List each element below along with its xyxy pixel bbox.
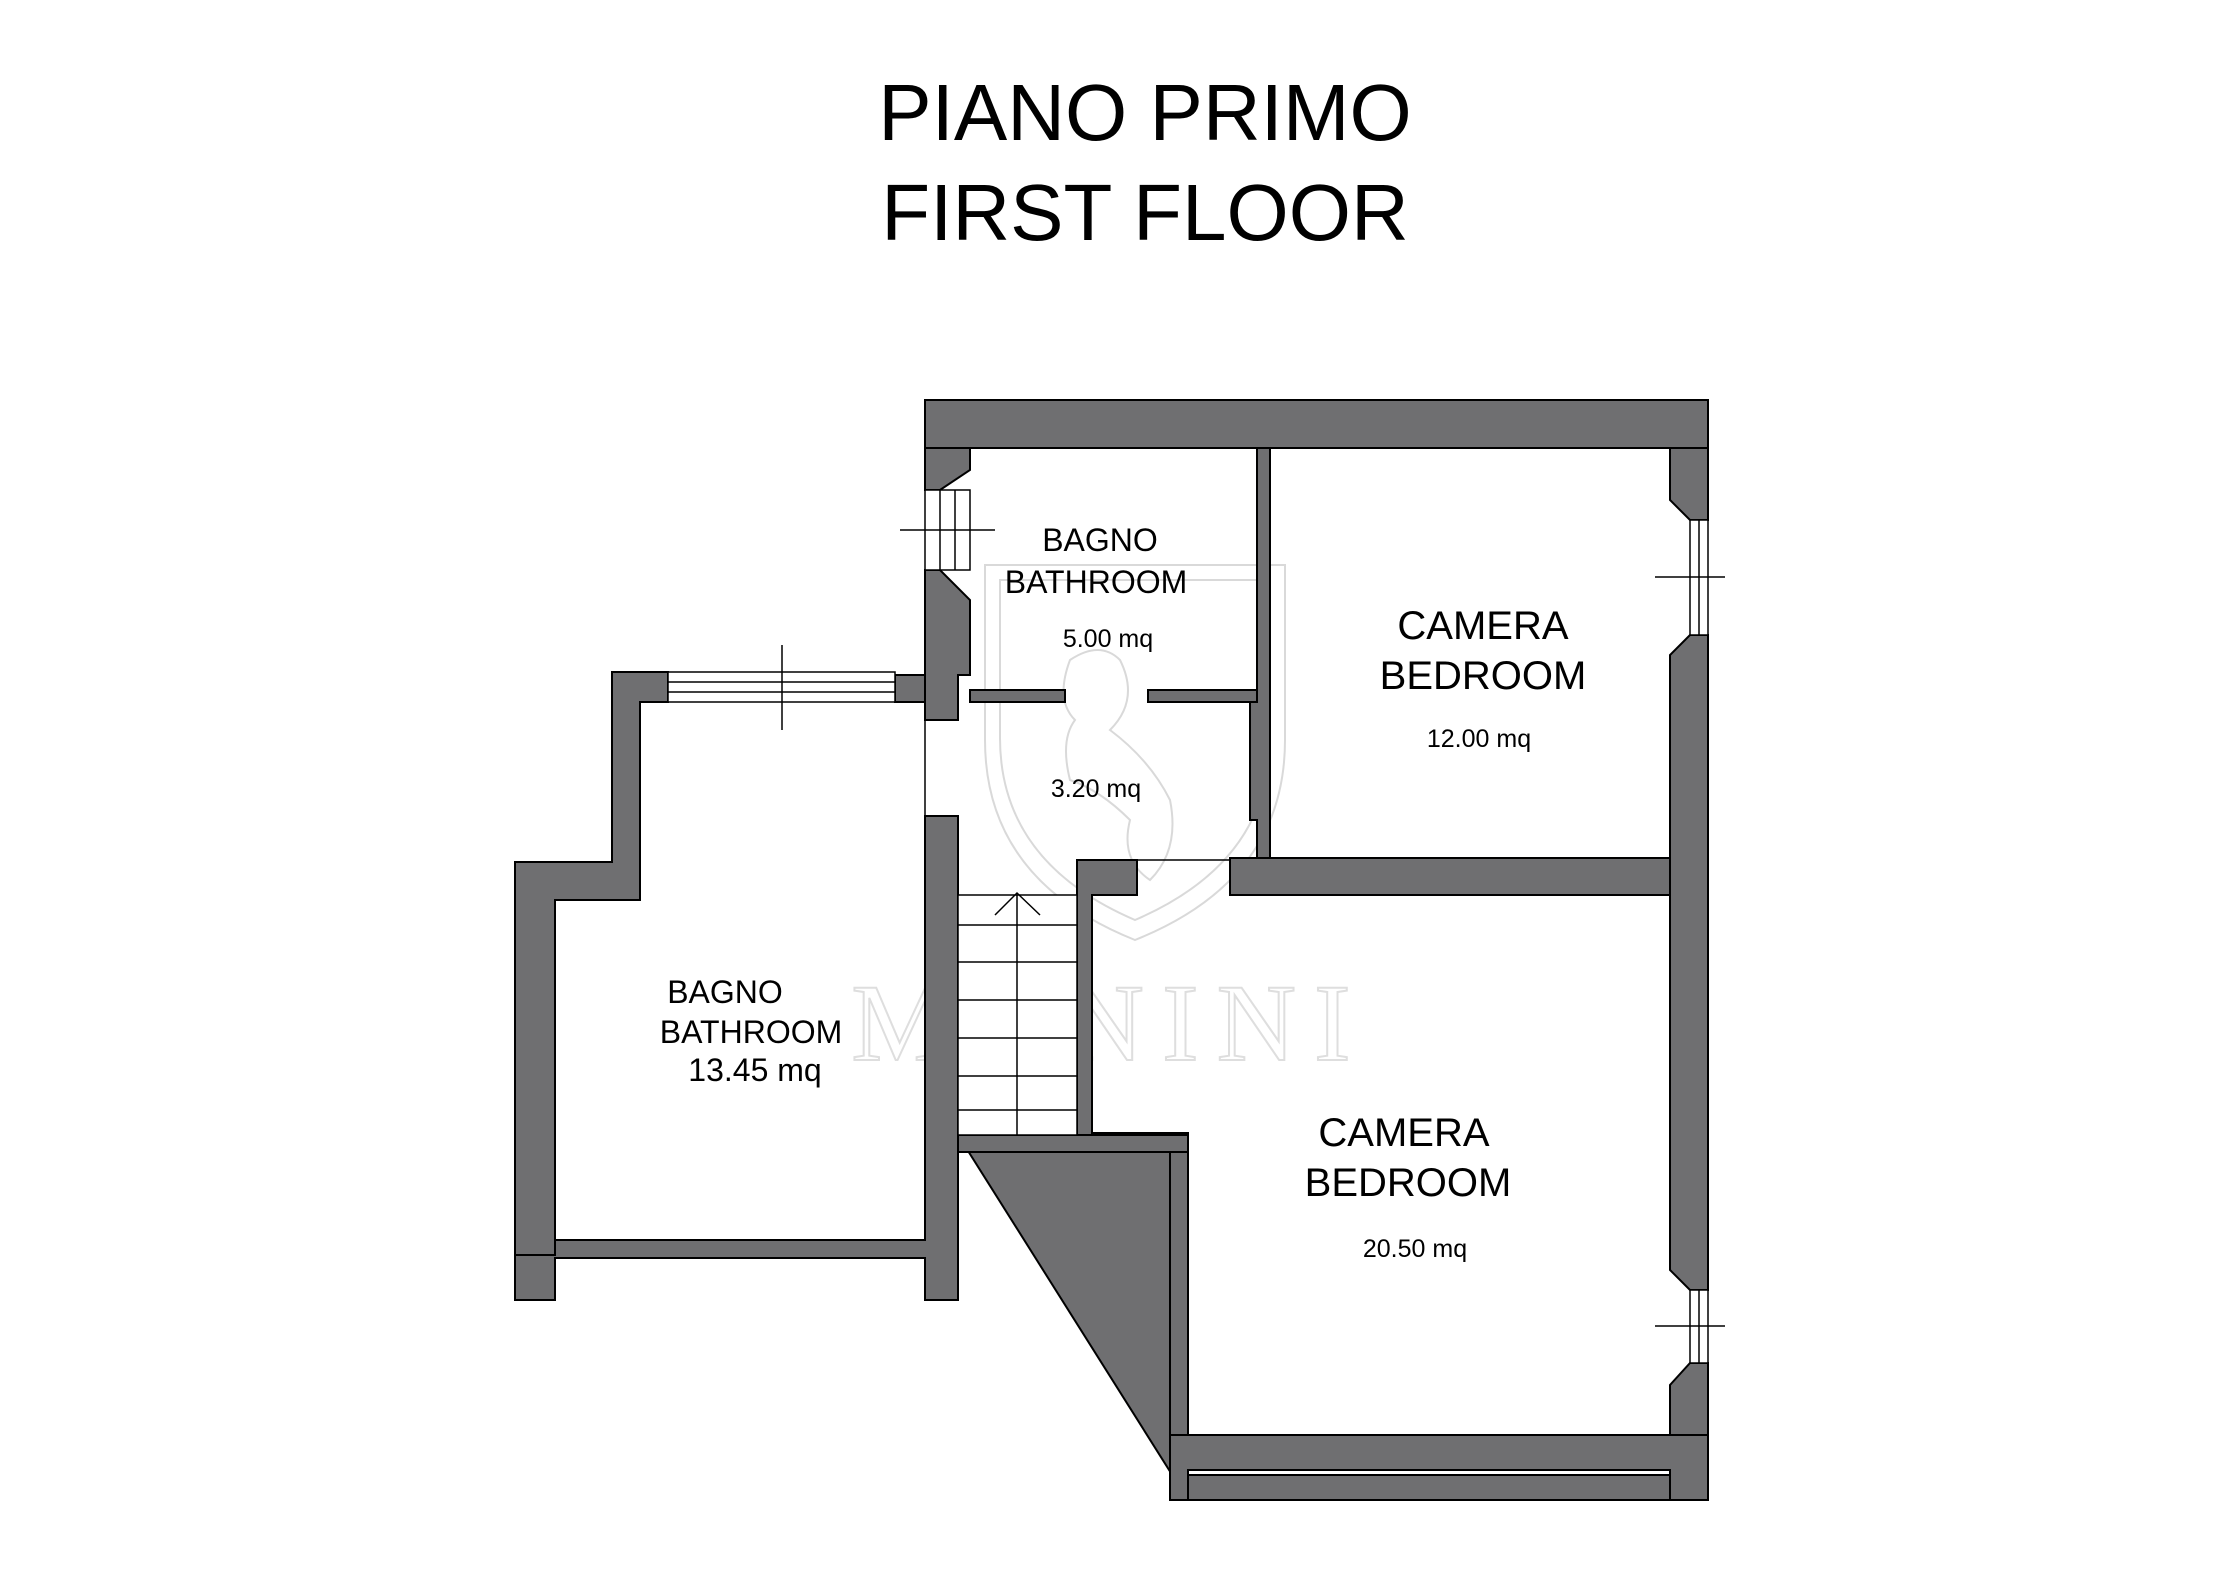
room-bath-small-name-it: BAGNO (1042, 522, 1158, 558)
wall-partition-vertical (1249, 447, 1271, 859)
room-bedroom-small-name-it: CAMERA (1397, 604, 1568, 648)
wall-upper-left (924, 447, 971, 491)
room-bath-large-name-en: BATHROOM (660, 1014, 843, 1050)
room-bedroom-large-name-en: BEDROOM (1305, 1161, 1512, 1205)
room-bedroom-small-area: 12.00 mq (1427, 725, 1531, 753)
room-bath-large-area: 13.45 mq (688, 1052, 821, 1088)
wall-right-upper (1669, 447, 1709, 521)
room-landing-area: 3.20 mq (1051, 775, 1141, 803)
window-top-left (900, 489, 995, 571)
window-right-lower (1655, 1289, 1725, 1364)
wall-lower-corridor (957, 1134, 1189, 1153)
room-bedroom-small-name-en: BEDROOM (1380, 654, 1587, 698)
wall-bath-bottom-left (969, 689, 1066, 703)
wall-top (924, 399, 1709, 449)
title-english: FIRST FLOOR (881, 168, 1408, 257)
wall-bath-large-top-left (514, 671, 669, 1256)
room-bedroom-large-area: 20.50 mq (1363, 1235, 1467, 1263)
window-right-upper (1655, 519, 1725, 636)
title-italian: PIANO PRIMO (878, 68, 1411, 157)
wall-bottom-right (1169, 1434, 1709, 1501)
room-bedroom-large-name-it: CAMERA (1318, 1111, 1489, 1155)
room-bath-small-area: 5.00 mq (1063, 625, 1153, 653)
room-bath-small-name-en: BATHROOM (1005, 564, 1188, 600)
room-bath-large-name-it: BAGNO (667, 974, 783, 1010)
wall-bath-bottom-right (1147, 689, 1258, 703)
staircase (957, 891, 1078, 1136)
wall-bath-large-right (514, 815, 959, 1301)
wall-right-middle (1669, 634, 1709, 1291)
window-bath-large (667, 645, 896, 730)
wall-bath-large-top-right (894, 674, 926, 703)
stair-arrow-icon (994, 891, 1041, 916)
wall-bedroom-small-bottom (1229, 857, 1671, 896)
